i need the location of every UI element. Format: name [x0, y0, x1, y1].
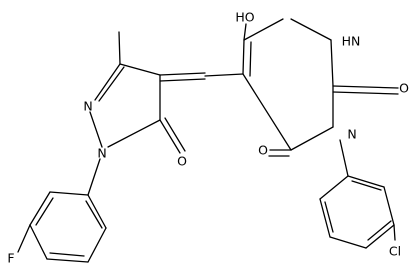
- bond-line: [319, 175, 349, 200]
- bond-line: [393, 224, 396, 241]
- bond-line: [159, 119, 181, 154]
- bond-line: [242, 73, 292, 151]
- bond-line: [49, 252, 85, 257]
- bond-line: [332, 85, 399, 89]
- bond-line: [249, 41, 252, 77]
- bond-line: [89, 111, 103, 148]
- atom-label-o4: O: [258, 143, 268, 158]
- bond-line: [164, 117, 186, 152]
- bond-line: [242, 39, 245, 75]
- bond-line: [94, 63, 121, 101]
- bond-line: [87, 227, 107, 263]
- atom-label-f: F: [7, 251, 14, 266]
- bond-line: [347, 175, 385, 188]
- bond-lines: [17, 18, 399, 263]
- bond-line: [118, 31, 121, 65]
- bond-line: [329, 236, 367, 249]
- bond-line: [107, 119, 161, 148]
- bond-line: [351, 180, 382, 191]
- bond-line: [290, 18, 332, 41]
- bond-line: [29, 224, 48, 260]
- bond-line: [319, 198, 331, 238]
- bond-line: [35, 197, 54, 226]
- bond-line: [324, 201, 334, 233]
- atom-label-o-pyrazolone: O: [177, 154, 187, 169]
- atom-label-n1: N: [83, 99, 92, 114]
- bond-line: [243, 23, 247, 41]
- bond-line: [159, 72, 206, 76]
- bond-line: [119, 63, 161, 76]
- atom-labels: N N O F HO HN O N O Cl: [7, 10, 409, 266]
- bond-line: [365, 224, 395, 249]
- atom-label-n3: N: [347, 127, 356, 142]
- bond-line: [98, 66, 125, 102]
- atom-label-nh: HN: [342, 34, 361, 49]
- atom-label-o2: O: [399, 81, 409, 96]
- bond-line: [383, 186, 395, 226]
- atom-label-n2: N: [97, 146, 106, 161]
- bond-line: [339, 139, 349, 177]
- bond-line: [204, 73, 244, 77]
- bond-line: [87, 194, 107, 229]
- bond-line: [49, 191, 89, 196]
- bond-line: [29, 191, 51, 226]
- bond-line: [243, 18, 284, 41]
- bond-line: [17, 224, 31, 253]
- bond-line: [330, 39, 334, 87]
- atom-label-cl: Cl: [389, 244, 401, 259]
- bond-line: [159, 78, 206, 82]
- bond-line: [87, 158, 101, 196]
- bond-line: [46, 258, 89, 263]
- bond-line: [290, 126, 334, 151]
- bond-line: [85, 200, 103, 229]
- atom-label-hydroxyl: HO: [235, 10, 254, 25]
- bond-line: [332, 91, 399, 95]
- bond-line: [367, 220, 392, 241]
